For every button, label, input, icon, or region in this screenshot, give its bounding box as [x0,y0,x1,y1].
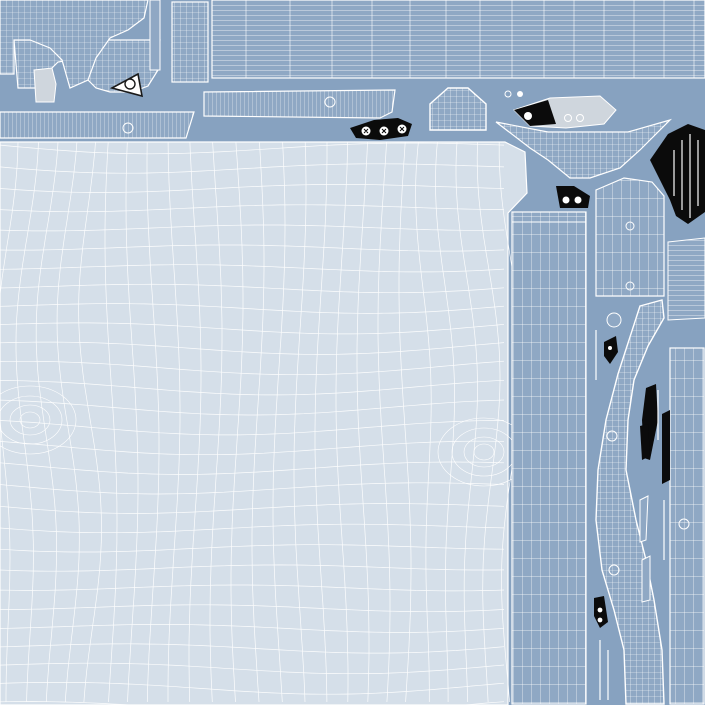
uv-wire-line [0,163,505,174]
uv-wire-line [455,141,478,703]
uv-island-large-panel [0,141,531,705]
uv-wire-line [272,141,286,703]
uv-island-sole-arch [495,118,673,208]
uv-wire-line [0,523,505,534]
uv-wire-line [293,141,307,703]
uv-island-dome-vent [429,87,487,131]
uv-wire-line [0,141,19,702]
uv-island-mid-strip [0,89,396,139]
uv-wire-line [0,461,505,475]
uv-wire-line [377,141,391,703]
uv-wire-line [335,141,349,703]
uv-wire-line [0,662,505,675]
uv-island-curved-band [595,299,665,705]
uv-wire-line [78,141,102,703]
uv-wire-line [0,503,505,514]
uv-wire-line [0,643,505,654]
uv-island-long-strip-right [669,347,705,705]
uv-wire-line [167,141,181,702]
uv-wire-line [476,141,501,703]
uv-wire-line [0,283,505,294]
uv-pole-left [0,385,77,455]
uv-wire-line [0,440,504,456]
uv-wire-line [125,141,139,703]
uv-wire-line [356,141,370,703]
uv-island-small-pieces [594,312,670,700]
uv-wire-line [0,341,505,355]
uv-island-heel-cup [595,177,665,297]
uv-wire-line [0,244,505,252]
uv-wire-line [0,379,505,396]
uv-wire-line [0,482,505,495]
uv-wire-line [0,224,505,232]
uv-light-patch [33,67,57,103]
uv-island-boot-upper [504,90,617,129]
uv-wire-line [146,141,160,703]
uv-wire-line [0,584,505,592]
uv-wire-line [0,399,505,416]
uv-wire-line [0,604,505,613]
uv-triangle-marker [109,72,144,98]
uv-wire-line [415,141,432,702]
uv-wire-line [188,141,202,703]
uv-island-long-strip-left [511,211,587,705]
uv-wire-line [209,141,223,703]
uv-wire-line [398,141,412,703]
uv-wire-line [104,141,118,703]
uv-wire-line [0,204,504,213]
uv-wire-line [251,141,265,703]
uv-wire-line [230,141,244,703]
uv-wire-line [0,544,505,553]
uv-wire-line [0,701,505,705]
uv-wire-line [0,142,505,155]
uv-island-top-left-skirt [0,0,209,89]
uv-wire-line [435,141,455,702]
uv-island-black-patch [650,124,705,321]
uv-wire-line [0,682,505,695]
uv-island-eyelet-cluster [350,118,412,140]
uv-wire-line [56,141,80,703]
uv-wire-line [0,564,505,572]
uv-island-top-strip [211,0,705,79]
uv-wire-line [0,360,505,376]
uv-wire-line [0,264,505,273]
uv-wire-line [0,303,505,314]
uv-wire-line [0,624,505,633]
uv-wire-line [0,420,505,436]
uv-wire-line [0,184,505,193]
uv-wire-line [0,322,505,335]
uv-triangle-center [124,78,136,90]
